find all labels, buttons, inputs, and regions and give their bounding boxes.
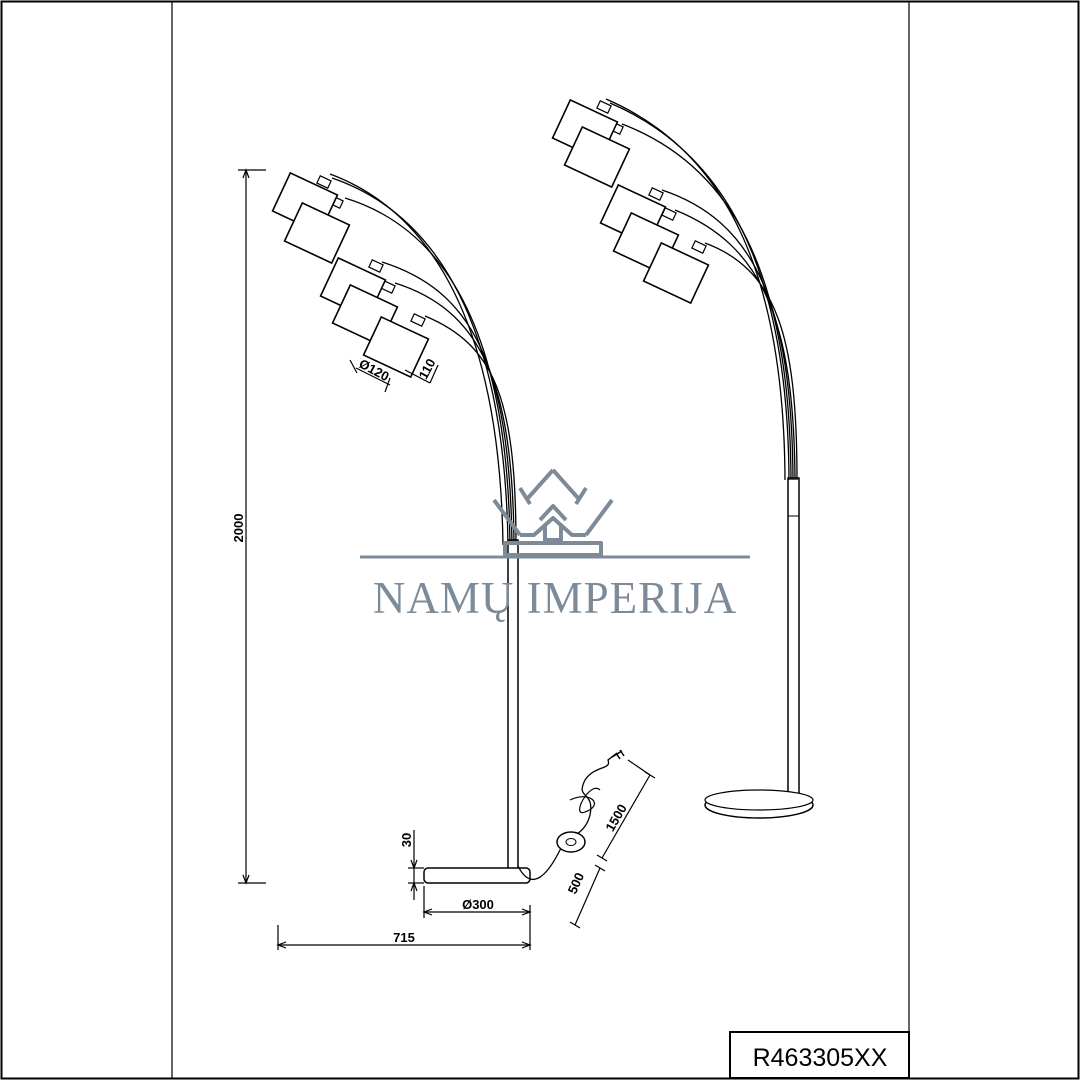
right-lamp bbox=[551, 98, 814, 819]
right-lamp-arms bbox=[605, 98, 798, 481]
product-code: R463305XX bbox=[753, 1044, 888, 1072]
left-lamp-base bbox=[423, 867, 531, 884]
dim-switch-distance-label: 500 bbox=[565, 870, 588, 896]
dimension-lines bbox=[238, 168, 656, 950]
left-lamp-cable bbox=[517, 752, 618, 880]
product-code-box bbox=[729, 1031, 910, 1079]
crown-house-icon bbox=[492, 468, 614, 557]
left-lamp bbox=[271, 172, 625, 884]
cable-coil bbox=[569, 787, 601, 814]
dim-base-thickness-label: 30 bbox=[399, 833, 414, 847]
watermark: NAMŲ IMPERIJA bbox=[360, 468, 750, 623]
watermark-text: NAMŲ IMPERIJA bbox=[373, 573, 737, 623]
plug-icon bbox=[611, 749, 625, 760]
left-lamp-arms bbox=[329, 173, 517, 546]
right-lamp-pole bbox=[787, 477, 800, 801]
dim-total-width-label: 715 bbox=[393, 930, 415, 945]
dim-base-diameter-label: Ø300 bbox=[462, 897, 494, 912]
dim-height-label: 2000 bbox=[231, 514, 246, 543]
